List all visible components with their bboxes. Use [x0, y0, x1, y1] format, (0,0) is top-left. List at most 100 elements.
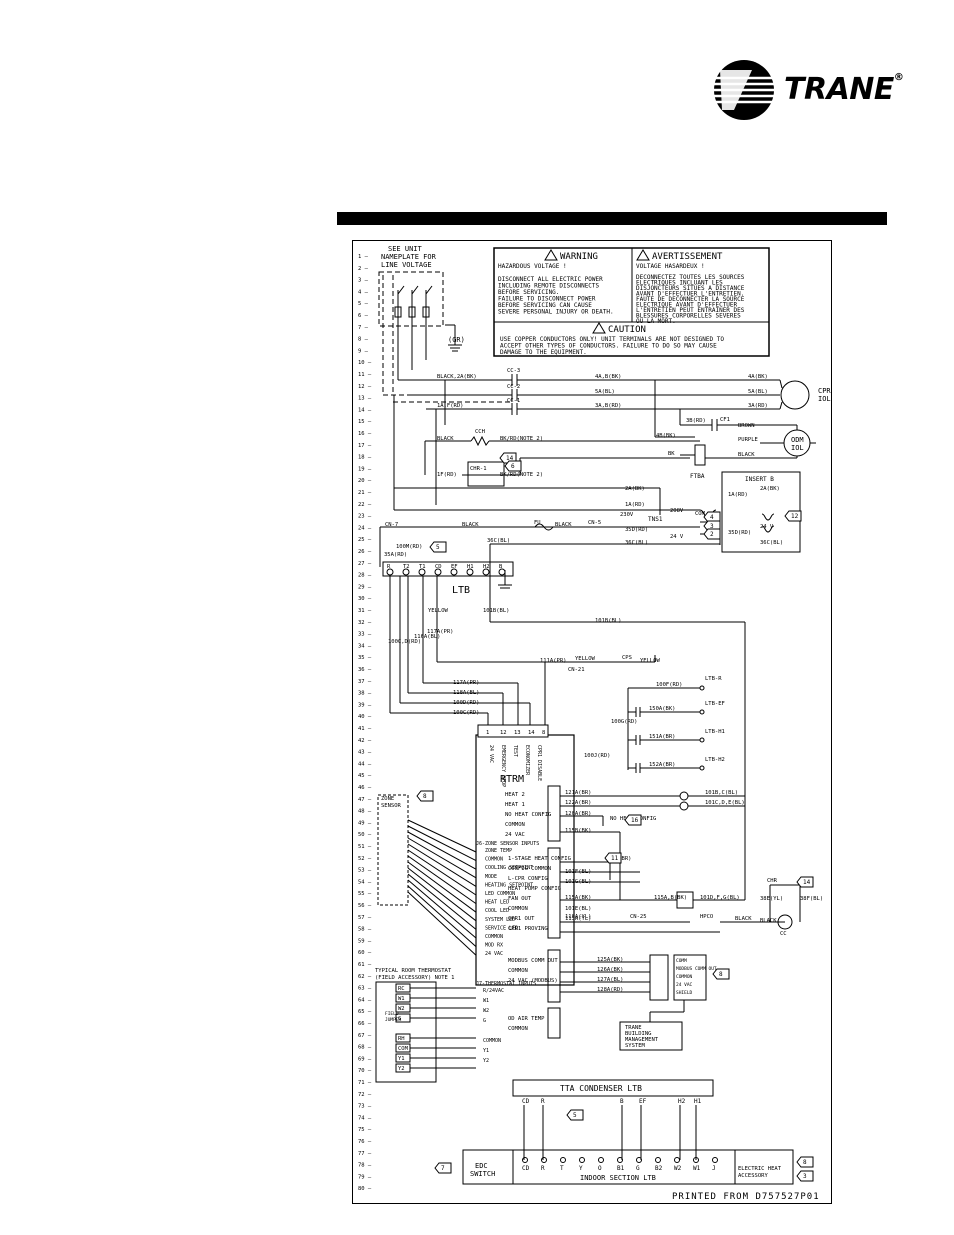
wire-label: 100D(RD): [453, 700, 480, 706]
indoor-terminal: [598, 1157, 604, 1163]
j6-wire: [407, 855, 477, 905]
line-number: 50 —: [358, 832, 372, 838]
j1-label: HEAT PUMP CONFIG: [508, 886, 561, 892]
j4-label: 24 VAC (MODBUS): [508, 978, 558, 984]
line-number: 48 —: [358, 809, 372, 815]
j6-label: COMMON: [485, 857, 503, 863]
j2-label: COMMON: [505, 822, 525, 828]
callout-number: 8: [719, 971, 723, 978]
line-number: 71 —: [358, 1080, 372, 1086]
callout-tag: [604, 852, 622, 864]
j2-label: HEAT 1: [505, 802, 525, 808]
wire-label: CN-5: [588, 520, 601, 526]
line-number: 61 —: [358, 962, 372, 968]
ltb-terminal: [402, 568, 410, 576]
line-number: 51 —: [358, 844, 372, 850]
indoor-terminal: [674, 1157, 680, 1163]
ltb-terminal: [418, 568, 426, 576]
p1-pin: 12: [500, 730, 507, 736]
wire-label: 5A(BL): [748, 389, 768, 395]
line-number: 72 —: [358, 1092, 372, 1098]
wire-label: 35A(RD): [384, 552, 407, 558]
line-number: 46 —: [358, 785, 372, 791]
line-number: 32 —: [358, 620, 372, 626]
line-number: 53 —: [358, 868, 372, 874]
callout-tag: [566, 1109, 584, 1121]
rtrm-input-label: 24 VAC: [488, 745, 494, 763]
j1-label: COMMON: [508, 906, 528, 912]
line-number: 80 —: [358, 1186, 372, 1192]
indoor-terminal: [693, 1157, 699, 1163]
wire-label: 2A(BK): [760, 486, 780, 492]
j7-label: G: [483, 1018, 486, 1024]
wire-label: 24 V: [670, 534, 684, 540]
rtrm-input-label: TEST: [512, 745, 518, 757]
warning-box: WARNING HAZARDOUS VOLTAGE !DISCONNECT AL…: [493, 247, 770, 357]
wire-label: 115B(BK): [565, 828, 592, 834]
nameplate-note-1: SEE UNIT: [388, 245, 423, 253]
caution-line: DAMAGE TO THE EQUIPMENT.: [500, 349, 587, 356]
wire-label: CF1: [720, 417, 730, 423]
indoor-terminal: [560, 1157, 566, 1163]
line-number: 19 —: [358, 466, 372, 472]
j1-label: L-CPR CONFIG: [508, 876, 548, 882]
indoor-terminal-label: O: [598, 1165, 602, 1172]
line-number: 65 —: [358, 1009, 372, 1015]
callout-number: 5: [573, 1112, 577, 1119]
line-number: 55 —: [358, 891, 372, 897]
ltb-terminal-label: R: [387, 564, 391, 570]
warning-line: HAZARDOUS VOLTAGE !: [498, 263, 567, 270]
line-number: 24 —: [358, 525, 372, 531]
j4-label: COMMON: [508, 968, 528, 974]
wire-label: 1A,F(RD): [437, 403, 464, 409]
wire-label: 116A(BL): [414, 634, 441, 640]
rtrm-input-label: EMERGENCY STOP: [500, 745, 506, 787]
wire-label: 36C(BL): [760, 540, 783, 546]
zone-sensor-label-2: SENSOR: [381, 803, 402, 809]
indoor-terminal-label: R: [541, 1165, 545, 1172]
wire-label: 101F(BL): [565, 869, 592, 875]
wire-label: 101G(BL): [565, 879, 592, 885]
line-number: 59 —: [358, 938, 372, 944]
j6-header: J6-ZONE SENSOR INPUTS: [476, 841, 539, 847]
wire-label: BLACK: [735, 916, 752, 922]
avertissement-line: DISJONCTEURS SITUES A DISTANCE: [636, 285, 745, 292]
wire-label: LTB-EF: [705, 701, 725, 707]
line-number: 44 —: [358, 761, 372, 767]
line-number: 54 —: [358, 879, 372, 885]
callout-tag: [703, 528, 721, 540]
wire-label: 100G(RD): [611, 719, 638, 725]
thermostat-terminal-label: Y1: [398, 1056, 405, 1062]
line-number: 2 —: [358, 266, 369, 272]
wire-label: 208V: [670, 508, 684, 514]
avertissement-line: L'ENTRETIEN PEUT ENTRAINER DES: [636, 307, 745, 314]
tta-terminal-label: H1: [694, 1098, 702, 1105]
callout-tag: [784, 510, 802, 522]
j6-label: MODE: [485, 874, 497, 880]
wire-label: 4B(BK): [656, 433, 676, 439]
caution-title: CAUTION: [608, 325, 646, 335]
wire-label: 1F(RD): [437, 472, 457, 478]
wire-label: LTB-R: [705, 676, 722, 682]
line-number: 75 —: [358, 1127, 372, 1133]
line-number: 76 —: [358, 1139, 372, 1145]
electric-heat-label-1: ELECTRIC HEAT: [738, 1166, 782, 1172]
indoor-terminal: [617, 1157, 623, 1163]
insert-b-title: INSERT B: [745, 476, 774, 483]
warning-line: SEVERE PERSONAL INJURY OR DEATH.: [498, 309, 614, 316]
wire-label: 101B(BL): [595, 618, 622, 624]
avertissement-line: BLESSURES CORPORELLES SEVERES: [636, 313, 741, 320]
j8-label: COMMON: [508, 1026, 528, 1032]
comm-label: COMM: [676, 958, 687, 964]
indoor-terminal-label: Y: [579, 1165, 583, 1172]
line-number: 28 —: [358, 573, 372, 579]
j1-label: 1-STAGE HEAT CONFIG: [508, 856, 571, 862]
avertissement-line: FAUTE DE DECONNECTER LA SOURCE: [636, 296, 745, 303]
indoor-terminal-label: W2: [674, 1165, 682, 1172]
j6-label: COOL LED: [485, 908, 509, 914]
line-number: 42 —: [358, 738, 372, 744]
callout-number: 4: [710, 514, 714, 521]
line-number: 52 —: [358, 856, 372, 862]
